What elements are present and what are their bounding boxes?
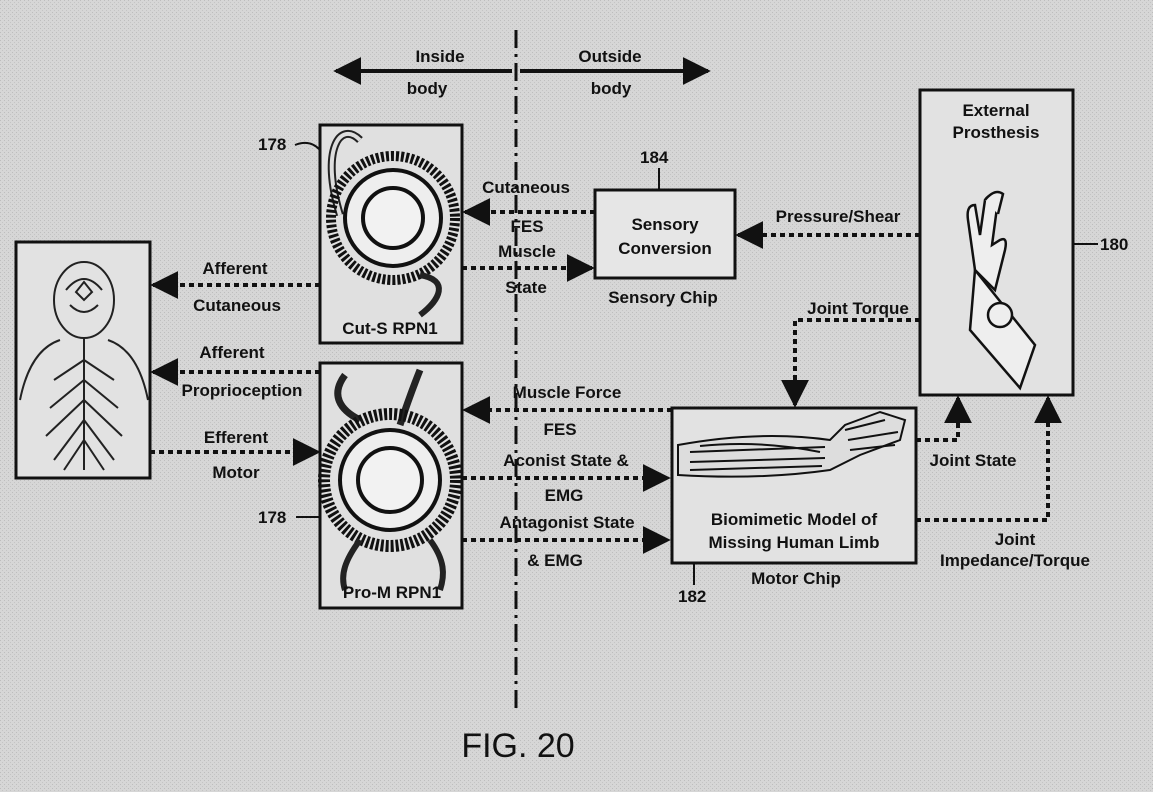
sensory-line1: Sensory [631, 215, 699, 234]
ref-182: 182 [678, 587, 706, 606]
inside-body-label: body [407, 79, 448, 98]
pro-m-rpn1-block: Pro-M RPN1 [318, 361, 464, 610]
ref-178-pro-m: 178 [258, 508, 286, 527]
sensory-line2: Conversion [618, 239, 712, 258]
prosthetic-hand-drawing [966, 190, 1037, 391]
agonist-label-2: EMG [545, 486, 584, 505]
signal-arrows [150, 198, 1062, 554]
muscle-force-label: Muscle Force [513, 383, 622, 402]
ref-180: 180 [1100, 235, 1128, 254]
model-line2: Missing Human Limb [709, 533, 880, 552]
ref-178-cut-s: 178 [258, 135, 286, 154]
outside-label: Outside [578, 47, 641, 66]
fes-label: FES [543, 420, 576, 439]
antagonist-label-1: Antagonist State [499, 513, 634, 532]
joint-impedance-label-2: Impedance/Torque [940, 551, 1090, 570]
nervous-system-box [14, 240, 152, 480]
sensory-chip-label: Sensory Chip [608, 288, 718, 307]
external-prosthesis-block: External Prosthesis [918, 88, 1075, 397]
arm-muscle-drawing [677, 410, 907, 478]
efferent-label-1: Efferent [204, 428, 269, 447]
fes-muscle-label-2: Muscle [498, 242, 556, 261]
arrow-joint-torque [781, 318, 920, 408]
ref-184: 184 [640, 148, 669, 167]
joint-impedance-label-1: Joint [995, 530, 1036, 549]
afferent-prop-label-1: Afferent [199, 343, 265, 362]
efferent-label-2: Motor [212, 463, 260, 482]
cut-s-label: Cut-S RPN1 [342, 319, 437, 338]
prosthesis-line2: Prosthesis [953, 123, 1040, 142]
model-line1: Biomimetic Model of [711, 510, 878, 529]
afferent-prop-label-2: Proprioception [182, 381, 303, 400]
biomimetic-model-block: Biomimetic Model of Missing Human Limb [670, 406, 918, 565]
pressure-shear-label: Pressure/Shear [776, 207, 901, 226]
nervous-system-figure [19, 261, 149, 471]
afferent-cut-label-1: Afferent [202, 259, 268, 278]
outside-body-label: body [591, 79, 632, 98]
prosthesis-line1: External [962, 101, 1029, 120]
inside-label: Inside [415, 47, 464, 66]
joint-state-label: Joint State [930, 451, 1017, 470]
arrow-joint-state [916, 395, 972, 442]
ref-178-cut-s-leader [294, 141, 321, 151]
sensory-conversion-block: Sensory Conversion [593, 188, 737, 280]
fes-muscle-label-3: State [505, 278, 547, 297]
afferent-cut-label-2: Cutaneous [193, 296, 281, 315]
agonist-label-1: Aconist State & [503, 451, 629, 470]
cut-s-rpn1-block: Cut-S RPN1 [318, 123, 464, 345]
cutaneous-label: Cutaneous [482, 178, 570, 197]
figure-caption: FIG. 20 [461, 727, 574, 765]
motor-chip-label: Motor Chip [751, 569, 841, 588]
joint-torque-label: Joint Torque [807, 299, 909, 318]
fes-muscle-label-1: FES [510, 217, 543, 236]
pro-m-label: Pro-M RPN1 [343, 583, 441, 602]
antagonist-label-2: & EMG [527, 551, 583, 570]
